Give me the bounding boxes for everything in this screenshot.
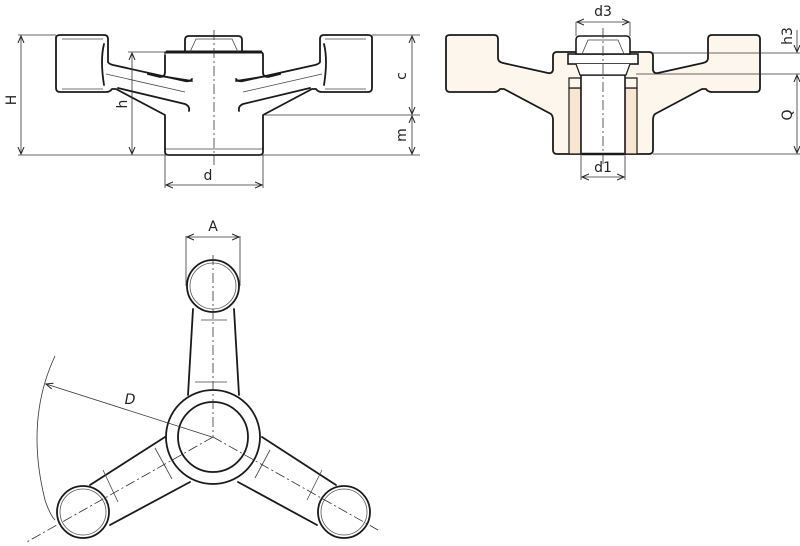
- label-m: m: [394, 128, 410, 142]
- section-view: d3 h3 Q d1: [445, 4, 800, 180]
- label-d1: d1: [594, 160, 612, 176]
- label-h3: h3: [780, 27, 796, 45]
- label-H: H: [4, 95, 20, 106]
- knob-left: [56, 485, 110, 539]
- label-D: D: [125, 392, 136, 408]
- label-A: A: [208, 219, 218, 235]
- top-view: A D: [24, 219, 379, 544]
- side-view: H h c m d: [4, 30, 420, 188]
- label-d: d: [204, 168, 213, 184]
- label-h: h: [115, 100, 131, 109]
- knob-right: [317, 485, 371, 539]
- label-Q: Q: [780, 109, 796, 120]
- label-d3: d3: [594, 4, 612, 20]
- label-c: c: [394, 72, 410, 80]
